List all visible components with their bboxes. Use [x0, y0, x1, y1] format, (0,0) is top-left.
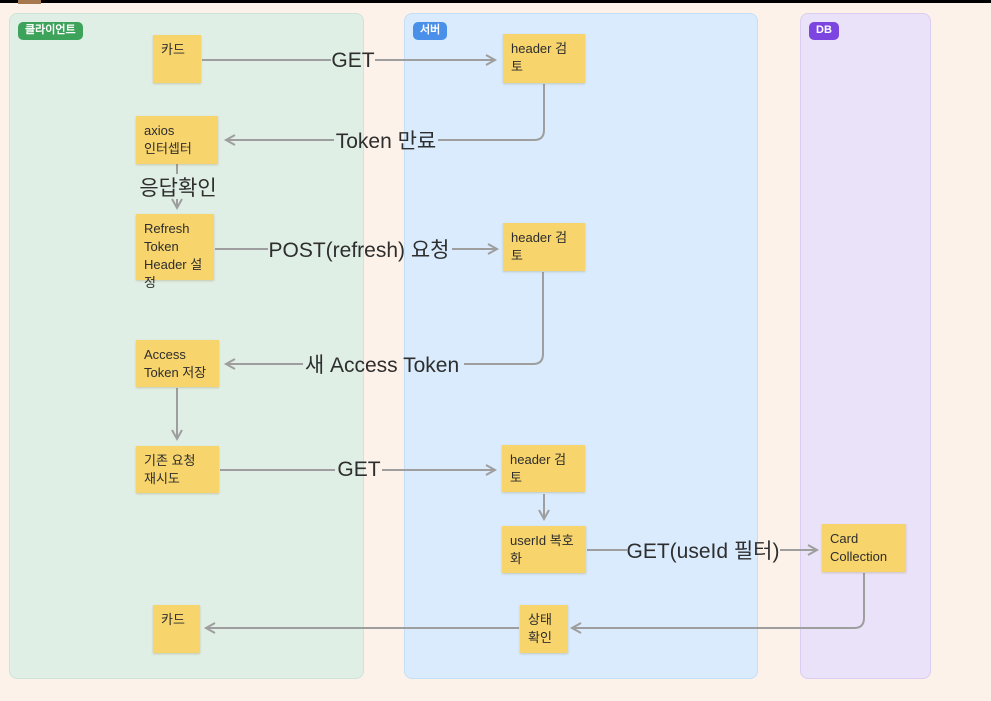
top-notch [18, 0, 41, 4]
note-access-token-store[interactable]: Access Token 저장 [136, 340, 219, 387]
note-header-check-mid[interactable]: header 검토 [503, 223, 585, 271]
note-header-check-bottom[interactable]: header 검토 [502, 445, 585, 492]
note-header-check-top[interactable]: header 검토 [503, 34, 585, 83]
flow-label-get-useid-filter: GET(useId 필터) [626, 540, 780, 563]
lane-db-badge: DB [809, 22, 839, 40]
connector-collection-to-status-arrow [569, 573, 865, 634]
flow-label-new-access-token: 새 Access Token [304, 354, 460, 377]
lane-server-badge: 서버 [413, 22, 448, 40]
note-card-bottom[interactable]: 카드 [153, 605, 200, 653]
flow-label-get-initial: GET [331, 49, 375, 72]
connector-token-expired-elbow [438, 84, 545, 141]
note-card-top[interactable]: 카드 [153, 35, 201, 83]
note-retry-request[interactable]: 기존 요청 재시도 [136, 446, 219, 493]
top-black-bar [0, 0, 991, 3]
connector-new-access-token-elbow [464, 272, 544, 365]
flow-label-post-refresh: POST(refresh) 요청 [268, 239, 450, 262]
note-refresh-token-header[interactable]: Refresh Token Header 설정 [136, 214, 214, 290]
note-status-check[interactable]: 상태 확인 [520, 605, 568, 653]
lane-client-badge: 클라이언트 [18, 22, 83, 40]
flow-label-get-retry: GET [337, 458, 381, 481]
note-card-collection[interactable]: Card Collection [822, 524, 906, 572]
note-axios-interceptor[interactable]: axios 인터셉터 [136, 116, 218, 164]
flow-label-response-check: 응답확인 [139, 177, 217, 200]
note-userid-decrypt[interactable]: userId 복호화 [502, 526, 586, 573]
flow-label-token-expired: Token 만료 [335, 130, 437, 153]
